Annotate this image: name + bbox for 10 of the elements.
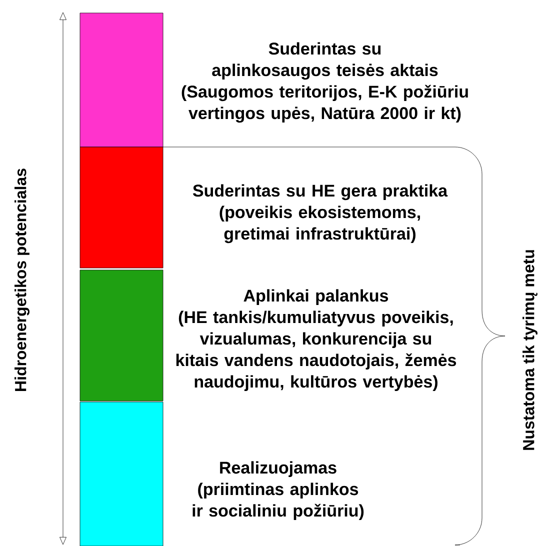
level-description: (Saugomos teritorijos, E-K požiūriu vertingos upės, Natūra 2000 ir kt) (182, 84, 468, 123)
axis-label: Hidroenergetikos potencialas (14, 168, 30, 391)
brace-label: Nustatoma tik tyrimų metu (522, 250, 538, 450)
level-description: (poveikis ekosistemoms, gretimai infrastruktūrai) (220, 206, 420, 244)
level-description: (HE tankis/kumuliatyvus poveikis, vizualumas, konkurencija su kitais vandens naudotojais, žemės naudojimu, kultūros vertybės) (176, 310, 456, 392)
level-heading: Aplinkai palankus (244, 289, 388, 306)
level-description: (priimtinas aplinkos ir socialiniu požiūriu) (192, 482, 364, 520)
level-heading: Suderintas su HE gera praktika (192, 184, 448, 200)
level-heading: Suderintas su aplinkosaugos teisės aktais (212, 42, 438, 80)
level-heading: Realizuojamas (220, 461, 336, 478)
